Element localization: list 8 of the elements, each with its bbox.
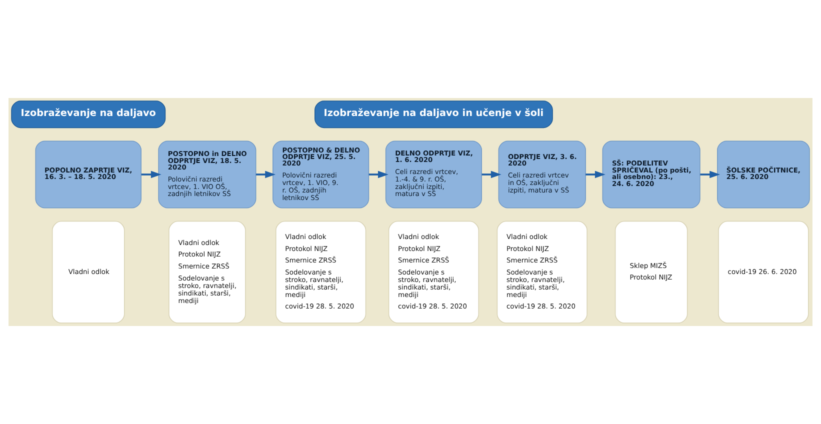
arrow: [141, 170, 162, 178]
arrow: [700, 170, 720, 178]
arrow: [586, 170, 606, 178]
arrow: [368, 170, 388, 178]
node-box: Izobraževanje na daljavo: [11, 100, 166, 128]
arrow: [482, 170, 502, 178]
node-box: Izobraževanje na daljavo in učenje v šoli: [314, 100, 553, 128]
arrow: [256, 170, 276, 178]
